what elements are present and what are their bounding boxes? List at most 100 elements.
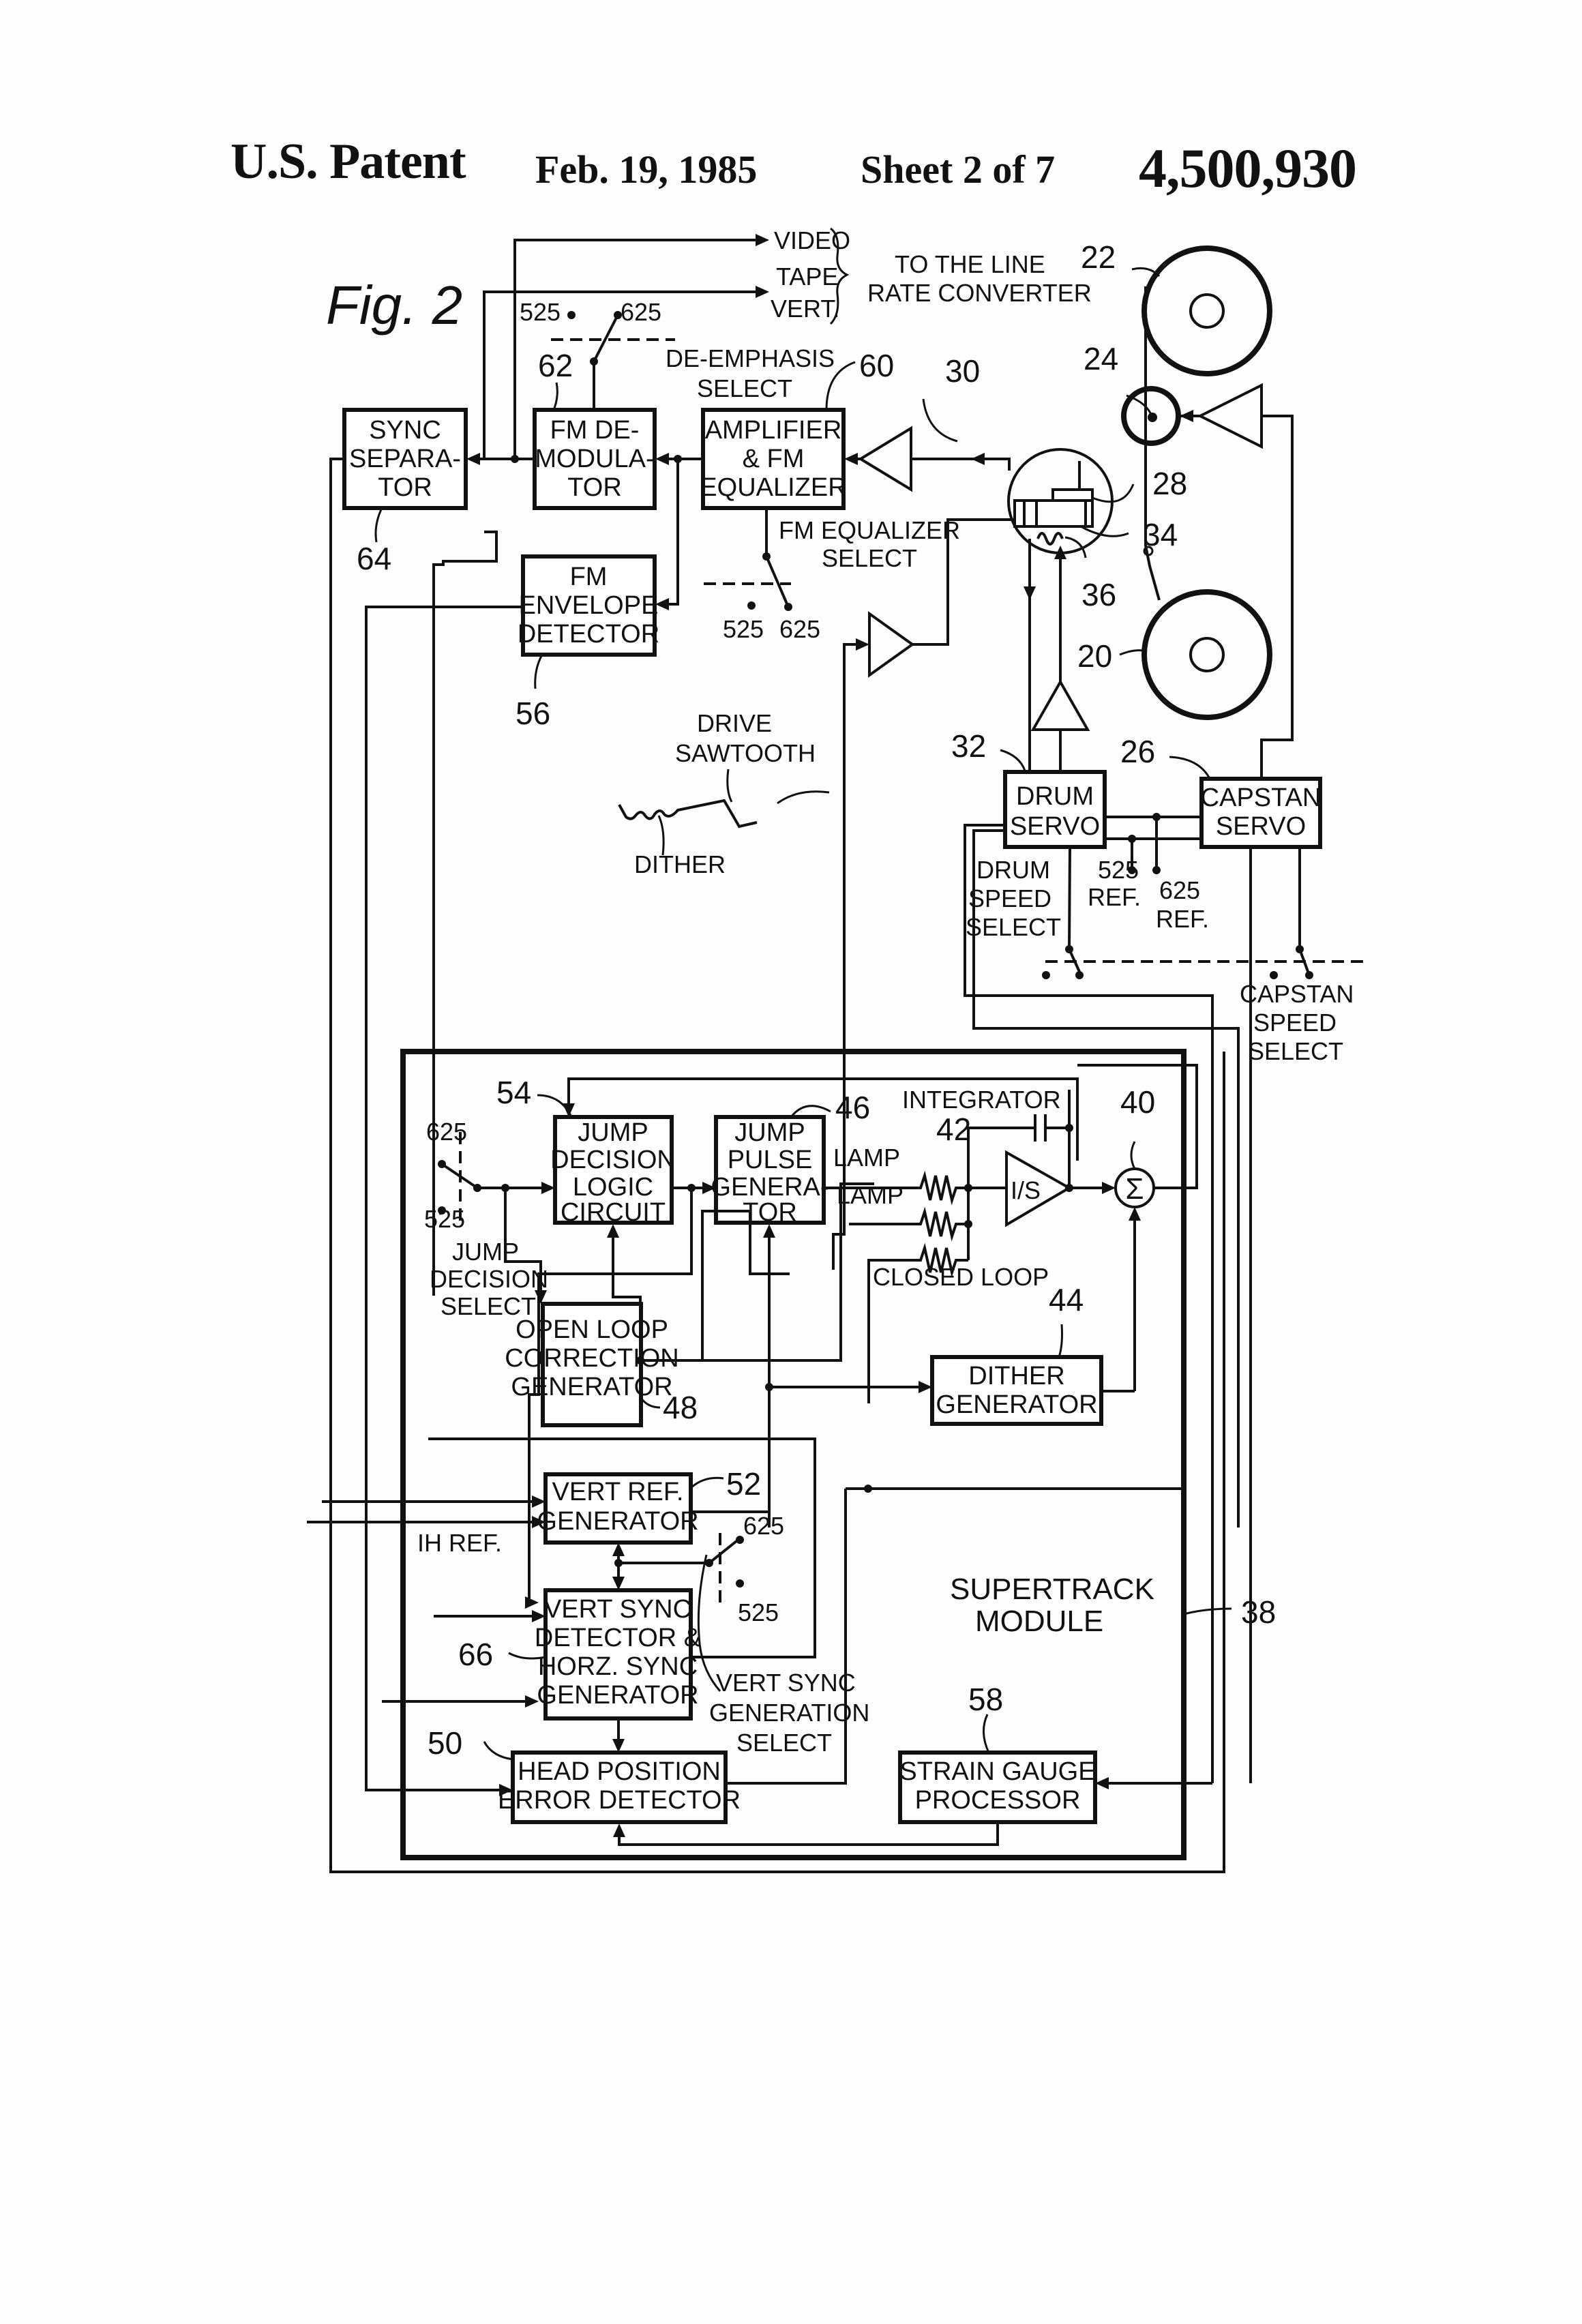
switch-contact-525 [567, 311, 576, 319]
module-label-2: MODULE [975, 1605, 1103, 1638]
dither-generator-block[interactable]: DITHER GENERATOR [932, 1357, 1101, 1424]
jump-decision-logic-block[interactable]: JUMP DECISION LOGIC CIRCUIT [550, 1117, 676, 1227]
jds-label-2: DECISION [430, 1265, 548, 1293]
block-text: GENERATOR [537, 1681, 698, 1710]
de-emphasis-525-label: 525 [520, 298, 561, 326]
bimorph-icon [1015, 501, 1092, 526]
ref-34: 34 [1143, 517, 1178, 552]
lamp-label-2: LAMP [837, 1181, 904, 1209]
fm-envelope-detector-block[interactable]: FM ENVELOPE DETECTOR [518, 556, 659, 655]
block-text: SERVO [1216, 812, 1306, 841]
block-text: JUMP [578, 1118, 648, 1147]
block-text: TOR [567, 473, 622, 502]
block-text: SERVO [1010, 812, 1100, 841]
vert-ref-generator-block[interactable]: VERT REF. GENERATOR [537, 1474, 698, 1543]
capstan-speed-label-3: SELECT [1248, 1037, 1343, 1065]
drum-servo-block[interactable]: DRUM SERVO [1005, 772, 1105, 847]
vs-select-label-3: SELECT [736, 1729, 832, 1757]
leader-line [923, 399, 957, 441]
block-text: PROCESSOR [915, 1786, 1081, 1815]
block-text: & FM [743, 445, 805, 473]
block-text: DECISION [550, 1146, 676, 1174]
block-text: CAPSTAN [1201, 784, 1322, 812]
vert-sync-detector-block[interactable]: VERT SYNC DETECTOR & HORZ. SYNC GENERATO… [535, 1590, 701, 1718]
destination-label-2: RATE CONVERTER [867, 279, 1092, 307]
block-text: DRUM [1016, 782, 1094, 811]
ref-58: 58 [968, 1682, 1003, 1717]
block-text: LOGIC [573, 1173, 653, 1202]
jump-decision-switch-arm[interactable] [442, 1164, 477, 1188]
capstan-speed-label-1: CAPSTAN [1240, 980, 1354, 1008]
ref-525-label-1: 525 [1098, 856, 1139, 884]
tape-vert-label-2: VERT. [771, 295, 839, 323]
fm-eq-select-label-2: SELECT [822, 544, 917, 572]
switch-pivot [590, 357, 598, 366]
capstan-speed-switch-arm[interactable] [1300, 847, 1309, 975]
block-text: DITHER [968, 1362, 1064, 1390]
fm-demodulator-block[interactable]: FM DE- MODULA- TOR [535, 410, 655, 508]
drive-label-2: SAWTOOTH [675, 739, 816, 767]
block-text: TOR [378, 473, 432, 502]
drum-amplifier-icon [1033, 682, 1088, 730]
fm-eq-select-label-1: FM EQUALIZER [779, 516, 960, 544]
ref-60: 60 [859, 348, 894, 383]
ref-36: 36 [1081, 577, 1116, 612]
leader-line [1059, 1324, 1062, 1357]
ref-48: 48 [663, 1390, 698, 1425]
sync-separator-block[interactable]: SYNC SEPARA- TOR [344, 410, 466, 508]
leader-line [1000, 750, 1025, 771]
ref-50: 50 [428, 1725, 462, 1761]
ref-28: 28 [1152, 466, 1187, 501]
block-text: VERT REF. [552, 1478, 684, 1506]
block-text: ENVELOPE [519, 591, 659, 620]
leader-line [484, 1742, 513, 1759]
summing-junction: Σ [1116, 1169, 1154, 1207]
block-text: OPEN LOOP [516, 1315, 668, 1344]
ref-44: 44 [1049, 1282, 1084, 1317]
integrator-amplifier: I/S [1006, 1152, 1069, 1225]
ih-ref-label: IH REF. [417, 1529, 502, 1557]
strain-gauge-processor-block[interactable]: STRAIN GAUGE PROCESSOR [899, 1753, 1095, 1822]
leader-line [983, 1714, 989, 1753]
supply-reel-icon [1144, 592, 1270, 717]
drum-speed-label-1: DRUM [976, 856, 1050, 884]
capstan-servo-block[interactable]: CAPSTAN SERVO [1201, 779, 1322, 847]
block-text: ERROR DETECTOR [498, 1786, 741, 1815]
figure-label: Fig. 2 [326, 275, 462, 336]
ref-22: 22 [1081, 239, 1116, 275]
integrator-label: INTEGRATOR [902, 1086, 1061, 1114]
vs-525-label: 525 [738, 1598, 779, 1626]
reel-hub-icon [1191, 295, 1223, 327]
resistor-icon [849, 1212, 968, 1236]
leader-line [535, 655, 542, 689]
drive-label-1: DRIVE [697, 709, 772, 737]
block-text: SEPARA- [349, 445, 461, 473]
leader-line [777, 792, 829, 803]
block-text: EQUALIZER [700, 473, 846, 502]
de-emphasis-label-2: SELECT [697, 374, 792, 402]
ref-66: 66 [458, 1637, 493, 1672]
ref-46: 46 [835, 1090, 870, 1125]
ref-54: 54 [496, 1075, 531, 1110]
de-emphasis-label-1: DE-EMPHASIS [666, 344, 835, 372]
leader-line [1065, 537, 1086, 558]
amplifier-equalizer-block[interactable]: AMPLIFIER & FM EQUALIZER [700, 410, 846, 508]
block-text: FM DE- [550, 416, 640, 445]
leader-line [691, 1478, 723, 1488]
dither-waveform-label: DITHER [634, 850, 726, 878]
block-text: HORZ. SYNC [538, 1652, 698, 1681]
leader-line [1131, 1142, 1135, 1169]
fm-eq-525-label: 525 [723, 615, 764, 643]
head-position-error-block[interactable]: HEAD POSITION ERROR DETECTOR [498, 1753, 741, 1822]
module-label-1: SUPERTRACK [950, 1573, 1154, 1606]
ref-26: 26 [1120, 734, 1155, 769]
ref-56: 56 [516, 696, 550, 731]
leader-line [1169, 757, 1209, 777]
block-text: GENERATOR [936, 1390, 1097, 1419]
takeup-reel-icon [1144, 248, 1270, 374]
capstan-amplifier-icon [1200, 385, 1262, 447]
fm-eq-625-label: 625 [779, 615, 820, 643]
ref-52: 52 [726, 1466, 761, 1502]
destination-label-1: TO THE LINE [895, 250, 1045, 278]
block-text: GENERA- [711, 1173, 829, 1202]
